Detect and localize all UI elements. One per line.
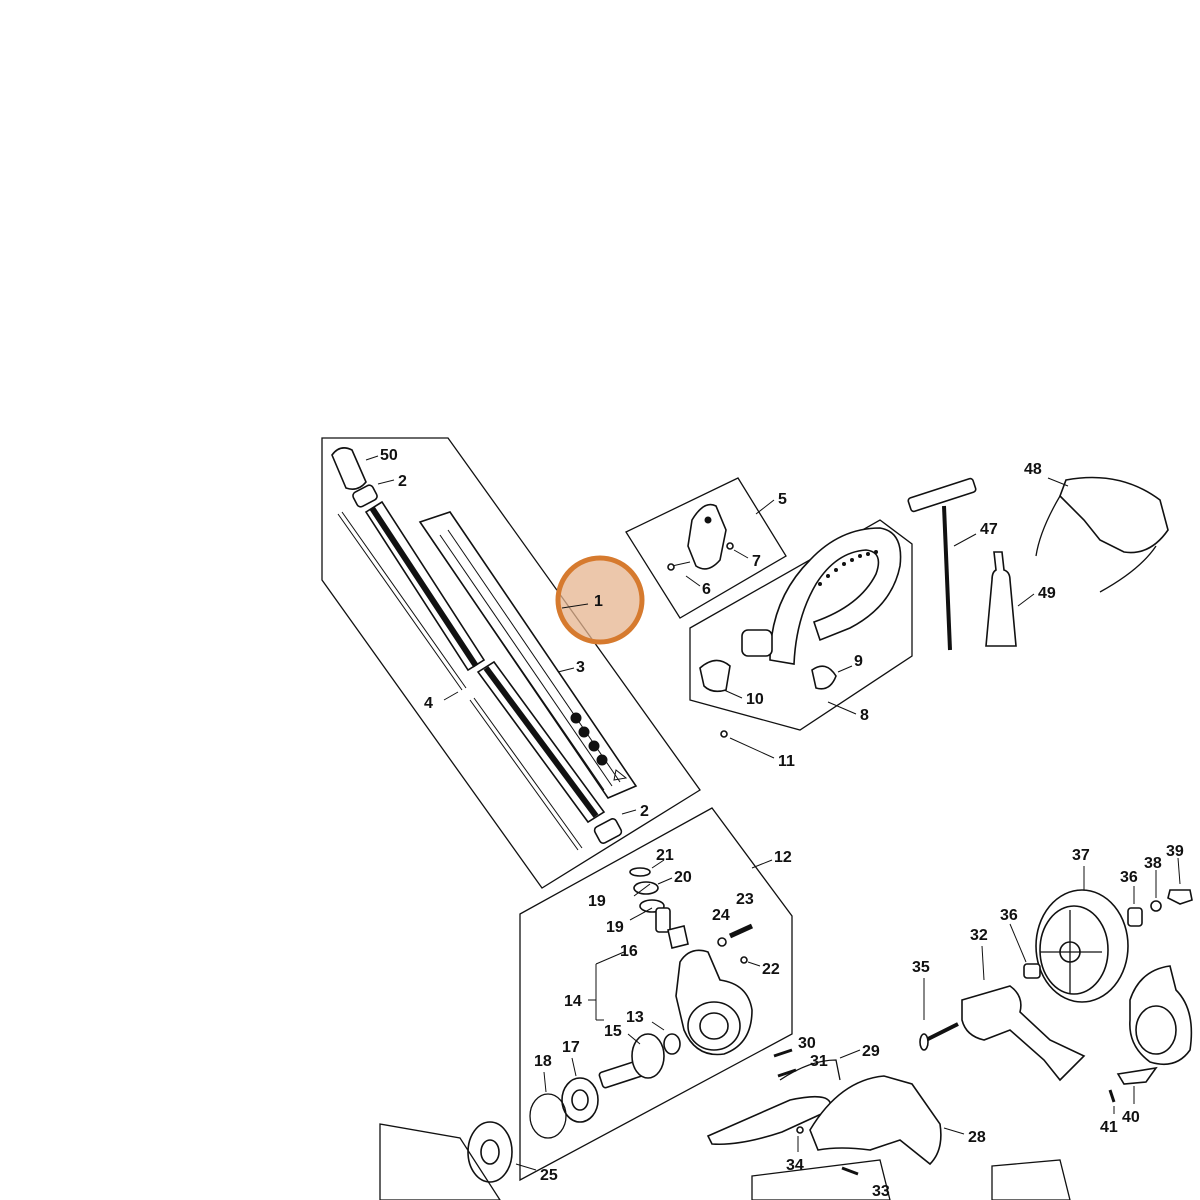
- callout-13: 13: [626, 1009, 644, 1026]
- callout-9: 9: [854, 653, 863, 670]
- callout-39: 39: [1166, 843, 1184, 860]
- callout-35: 35: [912, 959, 930, 976]
- pinion-shaft: [655, 907, 671, 933]
- handle-bracket: [687, 503, 727, 570]
- callout-22: 22: [762, 961, 780, 978]
- loop-handle-panel-outline: [689, 519, 913, 731]
- callout-49: 49: [1038, 585, 1056, 602]
- combination-wrench: [907, 477, 977, 513]
- callout-48: 48: [1024, 461, 1042, 478]
- callout-50: 50: [380, 447, 398, 464]
- bushing-bottom: [593, 818, 623, 844]
- safety-glasses: [1059, 476, 1169, 554]
- highlighted-callout-1[interactable]: 1: [555, 555, 645, 645]
- callout-37: 37: [1072, 847, 1090, 864]
- callout-20: 20: [674, 869, 692, 886]
- callout-21: 21: [656, 847, 674, 864]
- callout-29: 29: [862, 1043, 880, 1060]
- callout-33: 33: [872, 1183, 890, 1200]
- gearbox-panel-outline: [519, 807, 793, 1182]
- depth-adjuster-bracket: [961, 985, 1086, 1082]
- wheel-spacer: [1127, 907, 1143, 927]
- callout-41: 41: [1100, 1119, 1118, 1136]
- callout-16: 16: [620, 943, 638, 960]
- drive-shaft-rod: [337, 513, 463, 691]
- callout-28: 28: [968, 1129, 986, 1146]
- callout-6: 6: [702, 581, 711, 598]
- callout-25: 25: [540, 1167, 558, 1184]
- callout-30: 30: [798, 1035, 816, 1052]
- callout-23: 23: [736, 891, 754, 908]
- shaft-assembly-group: 50 2 3 4 2: [321, 437, 701, 889]
- callout-11: 11: [778, 753, 795, 770]
- shaft-panel-outline: [321, 437, 701, 889]
- callout-40: 40: [1122, 1109, 1140, 1126]
- bevel-gear: [631, 1033, 665, 1079]
- pinion-gear: [667, 925, 689, 949]
- callout-8: 8: [860, 707, 869, 724]
- callout-31: 31: [810, 1053, 828, 1070]
- callout-12: 12: [774, 849, 792, 866]
- callout-32: 32: [970, 927, 988, 944]
- callout-7: 7: [752, 553, 761, 570]
- loop-handle: [769, 527, 902, 665]
- callout-19-bottom: 19: [606, 919, 624, 936]
- lower-panel-right: [991, 1159, 1071, 1200]
- lower-panel-middle: [751, 1159, 891, 1200]
- callout-47: 47: [980, 521, 998, 538]
- callout-15: 15: [604, 1023, 622, 1040]
- callout-36-left: 36: [1000, 907, 1018, 924]
- callout-38: 38: [1144, 855, 1162, 872]
- callout-18: 18: [534, 1053, 552, 1070]
- circlip: [529, 1093, 567, 1139]
- callout-3: 3: [576, 659, 585, 676]
- handle-clamp: [811, 665, 837, 690]
- bushing-top: [352, 484, 378, 508]
- callout-1: 1: [594, 593, 603, 610]
- callout-14: 14: [564, 993, 582, 1010]
- lower-decal-panel: [379, 1123, 501, 1200]
- callout-17: 17: [562, 1039, 580, 1056]
- callout-24: 24: [712, 907, 730, 924]
- callout-2-bottom: 2: [640, 803, 649, 820]
- tools-group: 47 49 48: [907, 461, 1169, 651]
- gearbox-assembly-group: 12 19 19 20 21 24 23 22 16 14: [379, 807, 793, 1200]
- loop-handle-group: 9 10 8 11: [689, 519, 913, 770]
- callout-2-top: 2: [398, 473, 407, 490]
- callout-10: 10: [746, 691, 764, 708]
- blade-guard: [809, 1075, 942, 1166]
- wheel-nut: [1023, 963, 1041, 979]
- wing-screw: [1167, 889, 1193, 905]
- shaft-end-cap: [331, 447, 367, 490]
- callout-4: 4: [424, 695, 433, 712]
- callout-19-top: 19: [588, 893, 606, 910]
- bracket-panel-outline: [625, 477, 787, 619]
- edger-assembly-group: 29 30 31 28 34 33 35 32 37 36: [706, 843, 1193, 1200]
- grease-tube: [985, 551, 1017, 647]
- handle-grip-knob: [699, 659, 731, 693]
- retaining-clip: [1116, 1066, 1158, 1085]
- callout-36-right: 36: [1120, 869, 1138, 886]
- handle-bracket-group: 5 6 7: [625, 477, 787, 619]
- edger-blade: [706, 1095, 832, 1146]
- callout-5: 5: [778, 491, 787, 508]
